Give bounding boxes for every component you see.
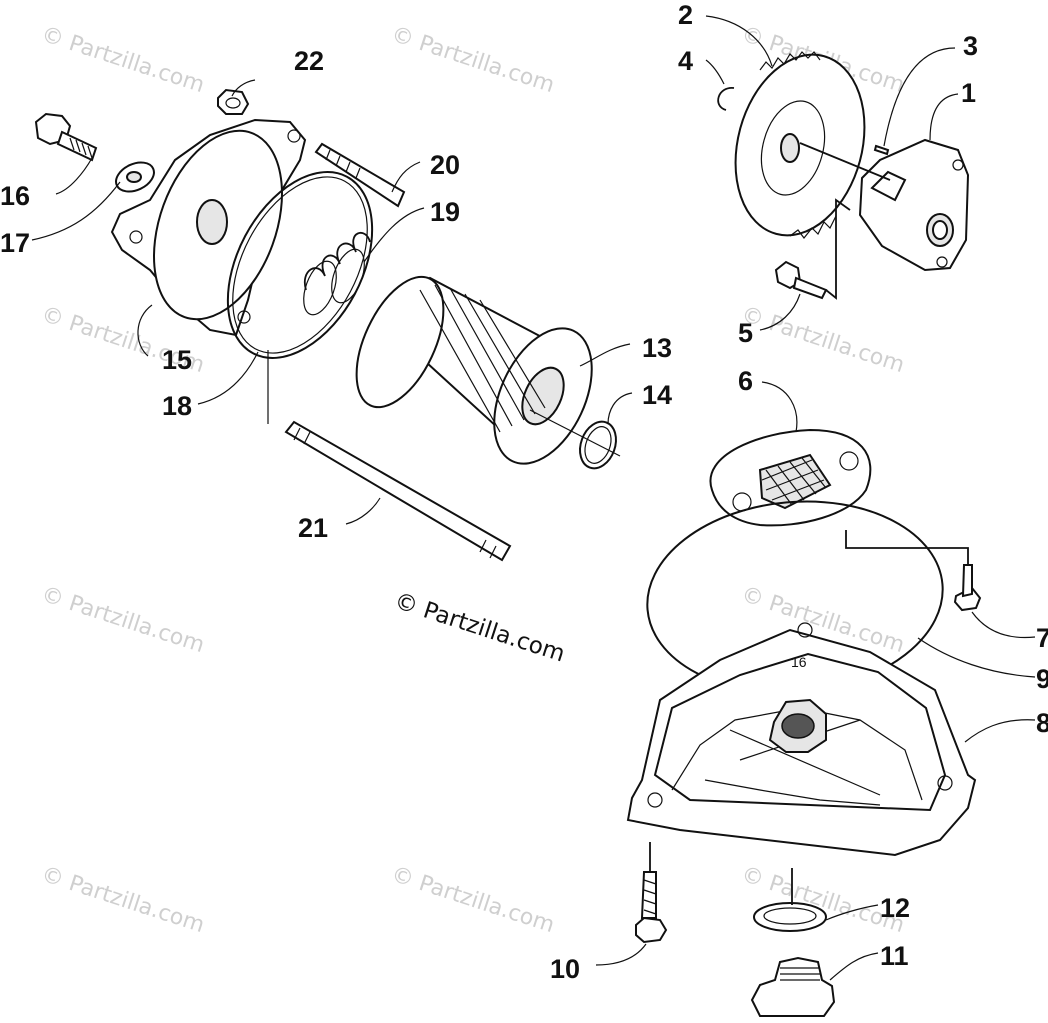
part-10-bolt xyxy=(635,871,668,944)
part-16-bolt xyxy=(34,112,98,162)
callout-6: 6 xyxy=(738,366,753,396)
callout-7: 7 xyxy=(1036,623,1048,653)
part-15-filter-cover xyxy=(110,118,307,337)
watermark: © Partzilla.com xyxy=(38,582,207,658)
part-13-oil-filter xyxy=(355,275,593,465)
part-17-washer xyxy=(115,161,155,193)
watermark: © Partzilla.com xyxy=(38,862,207,938)
callout-11: 11 xyxy=(880,941,909,971)
callout-3: 3 xyxy=(963,31,978,61)
part-5-bolt xyxy=(774,260,828,300)
callout-9: 9 xyxy=(1036,664,1048,694)
watermark: © Partzilla.com xyxy=(38,22,207,98)
watermark: © Partzilla.com xyxy=(388,862,557,938)
callout-15: 15 xyxy=(162,345,192,375)
part-7-bolt xyxy=(953,564,982,612)
watermark: © Partzilla.com xyxy=(388,22,557,98)
leader-lines xyxy=(31,15,1036,981)
part-1-pump-body xyxy=(799,138,970,272)
part-22-nut xyxy=(217,88,250,115)
callout-2: 2 xyxy=(678,0,693,30)
part-4-clip xyxy=(717,87,735,111)
part-21-long-stud xyxy=(284,420,512,562)
callouts: 1 2 3 4 5 6 7 8 9 10 11 12 13 14 15 16 1… xyxy=(0,0,1048,984)
callout-13: 13 xyxy=(642,333,672,363)
part-19-spring xyxy=(303,231,371,316)
callout-4: 4 xyxy=(678,46,693,76)
callout-20: 20 xyxy=(430,150,460,180)
center-credit: © Partzilla.com xyxy=(391,588,568,668)
part-11-drain-plug xyxy=(750,956,836,1017)
part-3-pin xyxy=(873,144,890,156)
callout-17: 17 xyxy=(0,228,30,258)
callout-18: 18 xyxy=(162,391,192,421)
callout-5: 5 xyxy=(738,318,753,348)
callout-1: 1 xyxy=(961,78,976,108)
callout-8: 8 xyxy=(1036,708,1048,738)
callout-21: 21 xyxy=(298,513,328,543)
callout-10: 10 xyxy=(550,954,580,984)
part-8-oil-pan: 16 xyxy=(626,622,977,857)
callout-19: 19 xyxy=(430,197,460,227)
watermark: © Partzilla.com xyxy=(738,302,907,378)
callout-22: 22 xyxy=(294,46,324,76)
part-6-strainer xyxy=(709,428,872,527)
callout-16: 16 xyxy=(0,181,30,211)
part-2-driven-gear xyxy=(734,51,866,239)
part-14-o-ring xyxy=(579,420,617,470)
callout-12: 12 xyxy=(880,893,910,923)
part-12-washer xyxy=(753,902,827,932)
part-20-stud xyxy=(314,142,406,208)
casting-mark: 16 xyxy=(791,654,807,670)
callout-14: 14 xyxy=(642,380,672,410)
